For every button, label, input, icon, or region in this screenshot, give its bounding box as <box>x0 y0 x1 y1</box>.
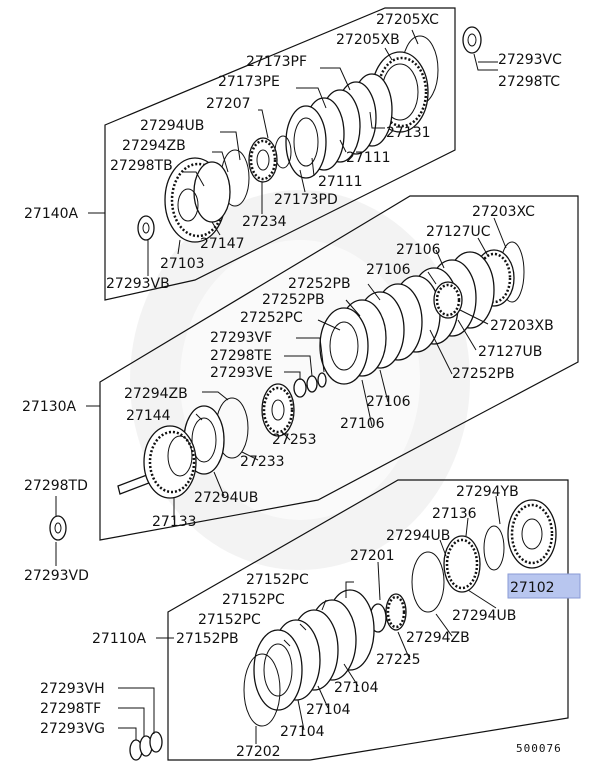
label-27106-a: 27106 <box>396 242 441 258</box>
label-27104-c: 27104 <box>280 724 325 740</box>
part-washer-27294UB-low <box>411 551 445 613</box>
label-27152PC-c: 27152PC <box>198 612 261 628</box>
label-27298TE: 27298TE <box>210 348 272 364</box>
label-27111-upper: 27111 <box>346 150 391 166</box>
label-27152PB: 27152PB <box>176 631 239 647</box>
label-27106-d: 27106 <box>340 416 385 432</box>
label-27294UB-mid: 27294UB <box>194 490 258 506</box>
label-27147: 27147 <box>200 236 245 252</box>
label-27293VG: 27293VG <box>40 721 105 737</box>
label-27298TC: 27298TC <box>498 74 560 90</box>
label-27294UB-top: 27294UB <box>140 118 204 134</box>
part-bearings-27293VG <box>129 731 163 761</box>
label-27152PC-a: 27152PC <box>246 572 309 588</box>
group-outline-27130A <box>99 195 579 541</box>
label-27293VB: 27293VB <box>106 276 170 292</box>
label-27102: 27102 <box>510 580 555 596</box>
part-piston-27136 <box>443 535 481 593</box>
part-shaft-27133 <box>117 425 197 499</box>
part-plates-27104 <box>253 589 375 711</box>
label-27110A: 27110A <box>92 631 147 647</box>
part-gear-27253 <box>261 383 295 437</box>
label-27203XC: 27203XC <box>472 204 535 220</box>
label-27173PF: 27173PF <box>246 54 307 70</box>
label-27225: 27225 <box>376 652 421 668</box>
label-27252PB-b: 27252PB <box>262 292 325 308</box>
part-gear-27234 <box>248 137 278 183</box>
label-27133: 27133 <box>152 514 197 530</box>
label-27293VE: 27293VE <box>210 365 273 381</box>
label-27294UB-right: 27294UB <box>452 608 516 624</box>
label-27234: 27234 <box>242 214 287 230</box>
label-27103: 27103 <box>160 256 205 272</box>
label-27253: 27253 <box>272 432 317 448</box>
label-27294ZB-top: 27294ZB <box>122 138 186 154</box>
label-27293VH: 27293VH <box>40 681 105 697</box>
label-27293VC: 27293VC <box>498 52 562 68</box>
label-27294YB: 27294YB <box>456 484 519 500</box>
group-outline-27140A <box>104 7 456 301</box>
label-27252PC: 27252PC <box>240 310 303 326</box>
label-27173PD: 27173PD <box>274 192 338 208</box>
part-carrier-27103 <box>164 157 231 243</box>
label-27104-b: 27104 <box>306 702 351 718</box>
group-27110A: 27294YB 27136 27294UB 27201 27102 27152P… <box>40 479 581 761</box>
part-gear-27225 <box>385 593 407 631</box>
label-27136: 27136 <box>432 506 477 522</box>
label-27294UB-low: 27294UB <box>386 528 450 544</box>
label-27207: 27207 <box>206 96 251 112</box>
label-27106-c: 27106 <box>366 394 411 410</box>
label-27127UB: 27127UB <box>478 344 542 360</box>
label-27203XB: 27203XB <box>490 318 554 334</box>
group-27130A: 27203XC 27127UC 27106 27106 27252PB 2725… <box>22 195 579 584</box>
label-27252PB-c: 27252PB <box>452 366 515 382</box>
group-27140A: 27205XC 27205XB 27173PF 27173PE 27207 27… <box>24 7 562 301</box>
label-27293VF: 27293VF <box>210 330 272 346</box>
group-outline-27110A <box>167 479 569 761</box>
label-27298TF: 27298TF <box>40 701 101 717</box>
label-27111-lower: 27111 <box>318 174 363 190</box>
label-27130A: 27130A <box>22 399 77 415</box>
label-27294ZB-low: 27294ZB <box>406 630 470 646</box>
label-27201: 27201 <box>350 548 395 564</box>
label-27140A: 27140A <box>24 206 79 222</box>
label-27294ZB-mid: 27294ZB <box>124 386 188 402</box>
label-27205XC: 27205XC <box>376 12 439 28</box>
label-27127UC: 27127UC <box>426 224 491 240</box>
figure-number: 500076 <box>516 742 562 755</box>
label-27293VD: 27293VD <box>24 568 89 584</box>
label-27205XB: 27205XB <box>336 32 400 48</box>
label-27202: 27202 <box>236 744 281 760</box>
part-drum-27102 <box>507 499 557 569</box>
part-hub-27127UB <box>433 281 463 319</box>
label-27173PE: 27173PE <box>218 74 280 90</box>
label-27152PC-b: 27152PC <box>222 592 285 608</box>
label-27298TB: 27298TB <box>110 158 173 174</box>
label-27252PB-a: 27252PB <box>288 276 351 292</box>
label-27298TD: 27298TD <box>24 478 88 494</box>
label-27131: 27131 <box>386 125 431 141</box>
part-washer-27294YB <box>483 525 505 571</box>
part-bearing-27293VB <box>137 215 155 241</box>
label-27106-b: 27106 <box>366 262 411 278</box>
label-27233: 27233 <box>240 454 285 470</box>
label-27144: 27144 <box>126 408 171 424</box>
part-bearing-27293VC <box>462 26 482 54</box>
highlight-27102 <box>507 573 581 599</box>
part-snap-ring-27202 <box>243 653 281 727</box>
part-bearing-27293VD <box>49 515 67 541</box>
label-27104-a: 27104 <box>334 680 379 696</box>
